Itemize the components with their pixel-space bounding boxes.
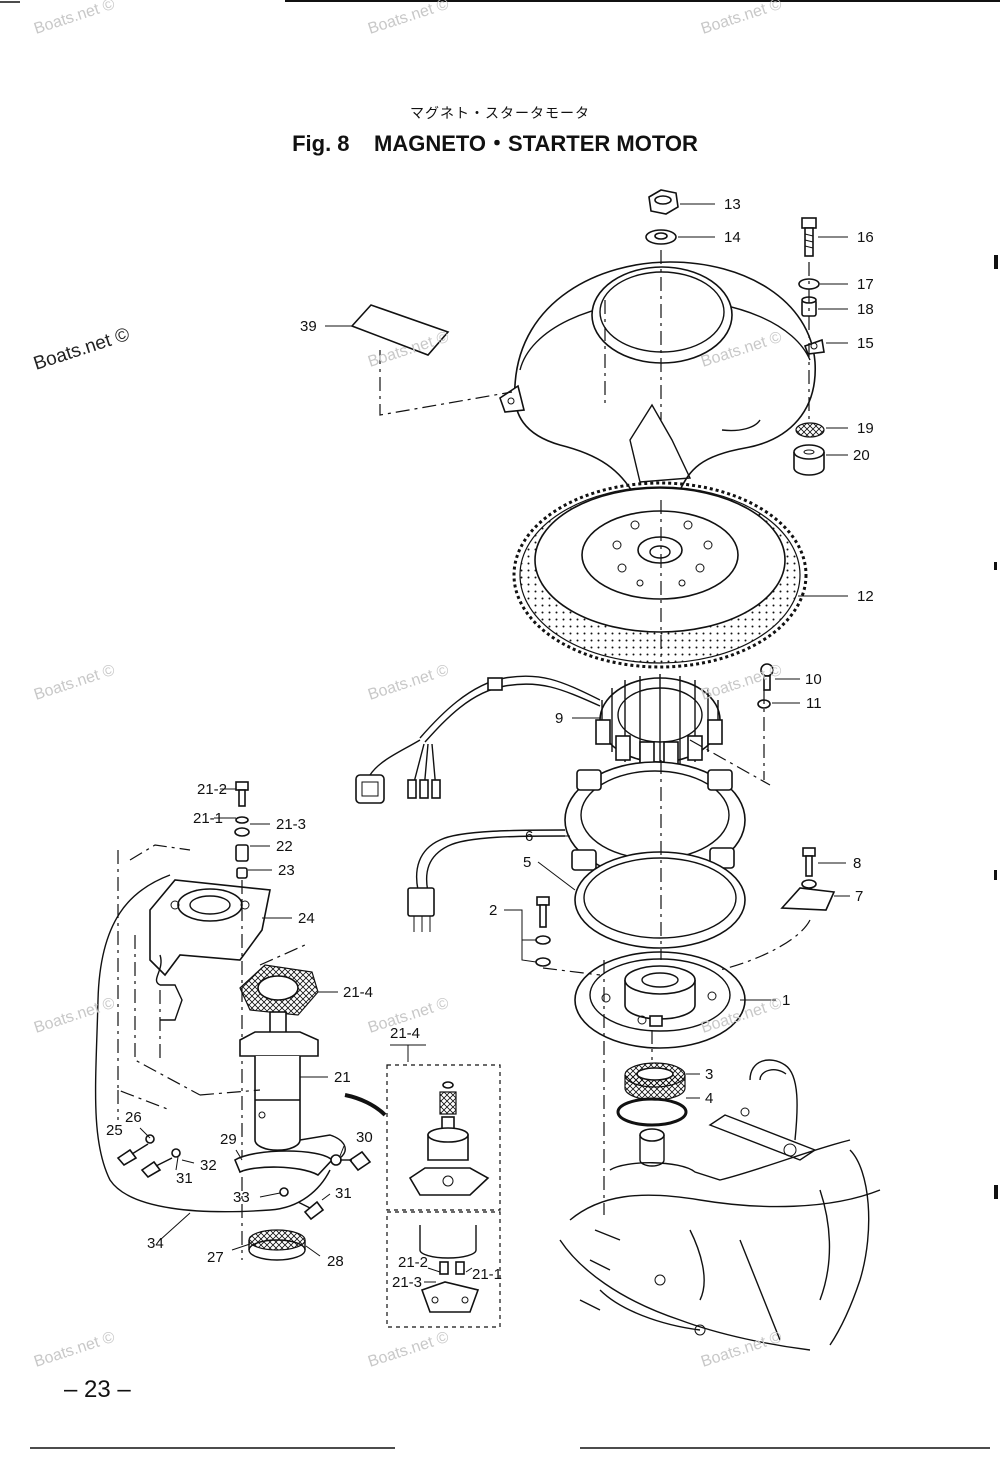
stator-ring <box>574 851 746 949</box>
starter-hose-clamp <box>248 1229 306 1261</box>
callout-5: 5 <box>523 854 531 871</box>
stator-coil <box>595 674 723 768</box>
inset-box-clutch <box>386 1064 501 1211</box>
charge-coil <box>407 761 746 932</box>
o-ring <box>616 1097 688 1127</box>
callout-24: 21-1 <box>193 810 223 827</box>
watermark: Boats.net © <box>32 995 117 1037</box>
watermark-strong: Boats.net © <box>31 324 132 375</box>
watermark: Boats.net © <box>366 0 451 38</box>
callout-31-right: 28 <box>327 1253 344 1270</box>
callout-30: 26 <box>125 1109 142 1126</box>
flywheel <box>512 481 808 669</box>
inset-box-brush <box>386 1211 501 1328</box>
callout-9: 9 <box>555 710 563 727</box>
callout-28: 24 <box>298 910 315 927</box>
callout-33: 30 <box>356 1129 373 1146</box>
leader-lines <box>139 203 850 1283</box>
engine-outline-left <box>117 844 306 1120</box>
callout-13: 13 <box>724 196 741 213</box>
callout-12: 12 <box>857 588 874 605</box>
flywheel-cover <box>499 261 825 501</box>
title-japanese: マグネト・スタータモータ <box>410 106 590 122</box>
callout-35: 31 <box>335 1185 352 1202</box>
figure-title: Fig. 8 MAGNETO・STARTER MOTOR <box>292 131 698 156</box>
callout-20: 20 <box>853 447 870 464</box>
callout-23: 21-2 <box>197 781 227 798</box>
stator-harness <box>355 675 601 804</box>
stator-screw <box>760 663 774 691</box>
callout-34: 31 <box>176 1170 193 1187</box>
callout-32: 29 <box>220 1131 237 1148</box>
callout-6: 6 <box>525 828 533 845</box>
grommet <box>795 422 825 438</box>
caution-label <box>350 304 450 356</box>
crankcase <box>559 1059 881 1351</box>
callout-36: 32 <box>200 1157 217 1174</box>
oil-seal <box>624 1062 686 1101</box>
callout-8: 8 <box>853 855 861 872</box>
callout-10: 10 <box>805 671 822 688</box>
callout-18: 18 <box>857 301 874 318</box>
watermark: Boats.net © <box>32 662 117 704</box>
callout-1: 1 <box>782 992 790 1009</box>
callout-16: 16 <box>857 229 874 246</box>
starter-small-bolts <box>116 1134 372 1221</box>
callout-labels: 13 14 16 17 18 15 19 20 12 10 11 9 6 5 8… <box>106 196 874 1270</box>
flywheel-washer <box>645 229 677 245</box>
callout-29: 25 <box>106 1122 123 1139</box>
callout-39: 39 <box>300 318 317 335</box>
callout-26: 22 <box>276 838 293 855</box>
flywheel-nut <box>648 189 679 215</box>
watermark: Boats.net © <box>32 0 117 38</box>
callout-3: 3 <box>705 1066 713 1083</box>
watermark: Boats.net © <box>366 662 451 704</box>
bracket-plate <box>780 887 836 911</box>
subassembly-labels: 21-4 21-2 21-1 21-3 <box>390 1025 502 1291</box>
callout-4: 4 <box>705 1090 713 1107</box>
watermark: Boats.net © <box>366 1329 451 1371</box>
callout-17: 17 <box>857 276 874 293</box>
callout-14: 14 <box>724 229 741 246</box>
starter-bolt-stack <box>234 781 250 879</box>
callout-37: 33 <box>233 1189 250 1206</box>
callout-31-left: 27 <box>207 1249 224 1266</box>
watermark: Boats.net © <box>32 1329 117 1371</box>
callout-21-2-text: 21-2 <box>398 1254 428 1271</box>
starter-gasket <box>239 964 319 1016</box>
starter-bracket <box>149 879 271 986</box>
callout-19: 19 <box>857 420 874 437</box>
callout-2: 2 <box>489 902 497 919</box>
rubber-mount <box>793 444 825 476</box>
starter-cable <box>94 874 331 1213</box>
callout-21: 21 <box>334 1069 351 1086</box>
callout-27: 23 <box>278 862 295 879</box>
starter-band <box>233 1134 346 1177</box>
watermark: Boats.net © <box>699 1329 784 1371</box>
starter-motor <box>239 1011 319 1152</box>
callout-25: 21-3 <box>276 816 306 833</box>
callout-15: 15 <box>857 335 874 352</box>
callout-21-3-text: 21-3 <box>392 1274 422 1291</box>
watermark: Boats.net © <box>699 0 784 38</box>
page-number: – 23 – <box>64 1376 131 1403</box>
callout-21-1-text: 21-1 <box>472 1266 502 1283</box>
callout-22: 21-4 <box>343 984 373 1001</box>
callout-7: 7 <box>855 888 863 905</box>
stator-base <box>574 951 746 1049</box>
watermark: Boats.net © <box>699 662 784 704</box>
callout-38: 34 <box>147 1235 164 1252</box>
callout-11: 11 <box>806 695 822 712</box>
base-bolt <box>535 896 551 967</box>
cover-bolt <box>801 217 817 257</box>
bracket-bolt <box>801 847 817 889</box>
callout-21-4-text: 21-4 <box>390 1025 420 1042</box>
